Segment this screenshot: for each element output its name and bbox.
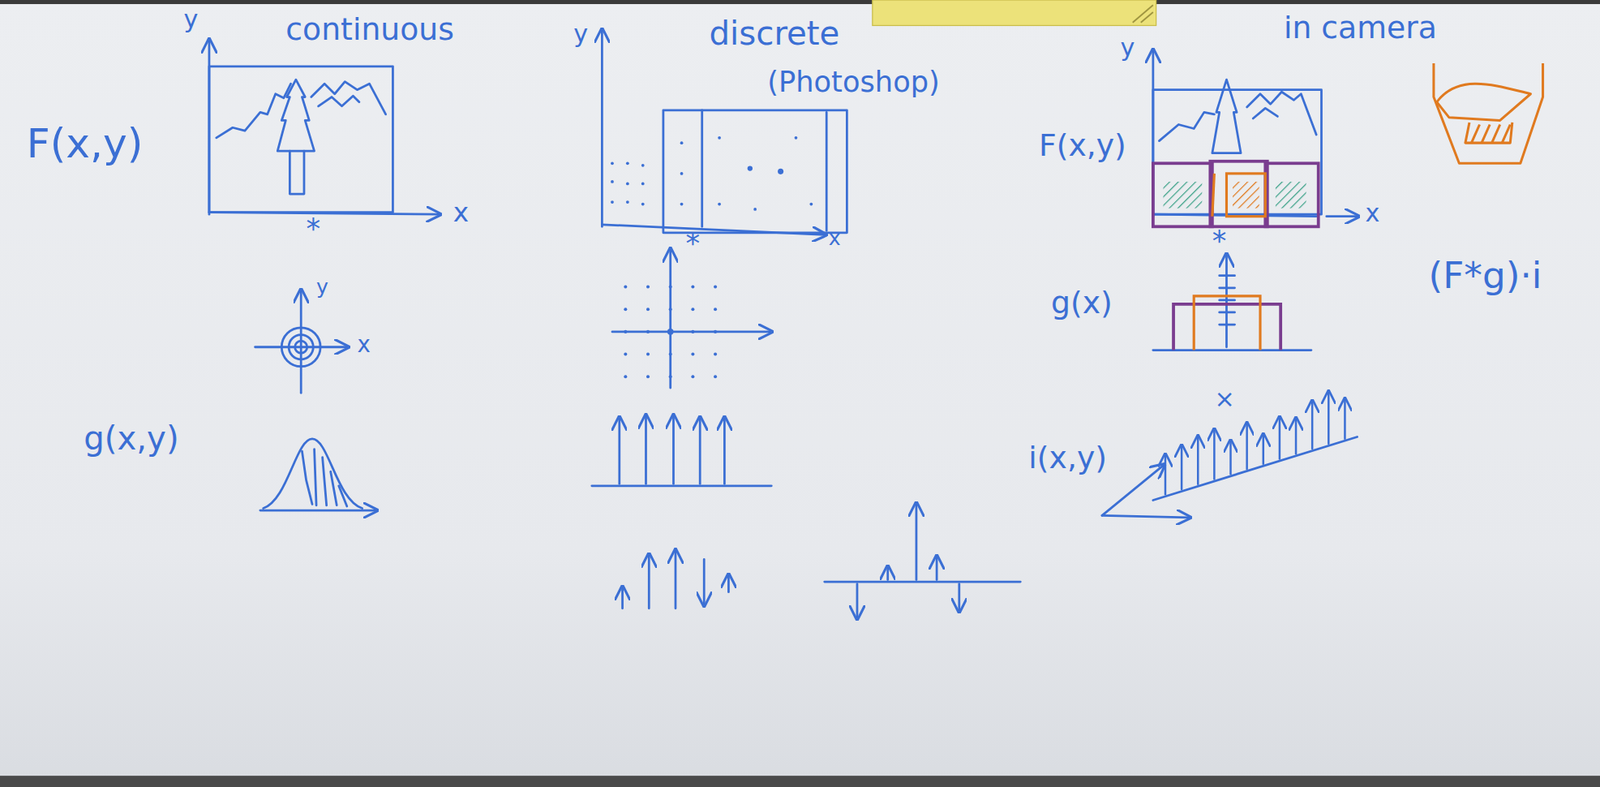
sample-arrow: [1278, 417, 1282, 459]
kernel-dot: [713, 352, 717, 357]
function-label: i(x,y): [1028, 440, 1107, 475]
panel-title: continuous: [285, 12, 455, 47]
kernel-dot: [667, 328, 674, 335]
function-label: g(x): [1050, 285, 1113, 320]
camera-sketch: [1102, 51, 1358, 518]
camera-icon: [1433, 63, 1544, 164]
kernel-dot: [713, 307, 717, 311]
kernel-dot: [669, 374, 673, 378]
kernel-dot: [623, 285, 627, 289]
pixel-dots: [610, 136, 813, 211]
kernel-dot: [623, 330, 627, 334]
sample-arrow: [1295, 419, 1298, 455]
sticky-note: [1132, 4, 1154, 22]
kernel-dot: [690, 352, 695, 357]
kernel-grid: [612, 249, 771, 388]
sample-arrow: [1343, 399, 1347, 439]
kernel-dot: [669, 285, 673, 289]
sample-arrow: [1311, 401, 1314, 449]
sample-arrow: [1262, 435, 1266, 464]
panel-title: discrete: [709, 16, 841, 52]
kernel-dot: [690, 307, 695, 311]
pixel-boxes: [1153, 161, 1319, 351]
axis-label: x: [356, 332, 370, 357]
sample-arrow: [1229, 441, 1232, 474]
convolution-symbol: *: [686, 228, 701, 261]
kernel-dot: [669, 307, 673, 311]
axis-label: x: [828, 226, 841, 249]
function-label: F(x,y): [1038, 128, 1127, 164]
axis-label: y: [1120, 34, 1136, 62]
kernel-dot: [690, 330, 695, 334]
kernel-dot: [713, 285, 717, 289]
pixel-fills: [1162, 173, 1306, 351]
kernel-dot: [623, 374, 627, 378]
kernel-dot: [669, 352, 673, 357]
kernel-dot: [646, 307, 650, 311]
sample-arrow: [1213, 429, 1216, 479]
continuous-sketch: [209, 40, 439, 511]
kernel-dot: [690, 285, 695, 289]
kernel-dot: [690, 374, 695, 378]
kernel-dot: [646, 330, 650, 334]
sample-arrow: [1180, 446, 1184, 490]
kernel-dot: [646, 285, 650, 289]
sample-arrow: [1327, 392, 1330, 444]
sample-arrow: [1245, 424, 1249, 469]
axis-label: y: [573, 20, 588, 48]
frame: [0, 775, 1600, 787]
panel-title: in camera: [1283, 10, 1437, 45]
kernel-dot: [646, 352, 650, 357]
convolution-symbol: *: [305, 214, 321, 246]
function-label: g(x,y): [83, 420, 179, 456]
kernel-dots: [623, 285, 717, 379]
function-label: F(x,y): [26, 120, 144, 165]
frame: [0, 0, 1600, 5]
panel-title: (Photoshop): [767, 67, 940, 99]
kernel-dot: [623, 352, 627, 357]
kernel-dot: [713, 374, 717, 378]
convolution-symbol: *: [1212, 226, 1227, 258]
kernel-dot: [713, 330, 717, 334]
sample-arrow: [1164, 454, 1167, 494]
axis-label: x: [1365, 200, 1381, 228]
formula: (F*g)·i: [1428, 255, 1543, 296]
kernel-dot: [623, 307, 627, 311]
axis-label: y: [316, 275, 329, 299]
axis-label: x: [453, 197, 469, 228]
impulses: [591, 416, 1021, 618]
axis-label: y: [183, 6, 198, 34]
discrete-sketch: [601, 30, 847, 236]
sample-arrow: [1196, 437, 1200, 485]
kernel-dot: [646, 374, 650, 378]
sticky-note: [872, 0, 1157, 26]
multiply-symbol: ×: [1213, 386, 1235, 413]
sample-arrows: [1165, 392, 1345, 494]
